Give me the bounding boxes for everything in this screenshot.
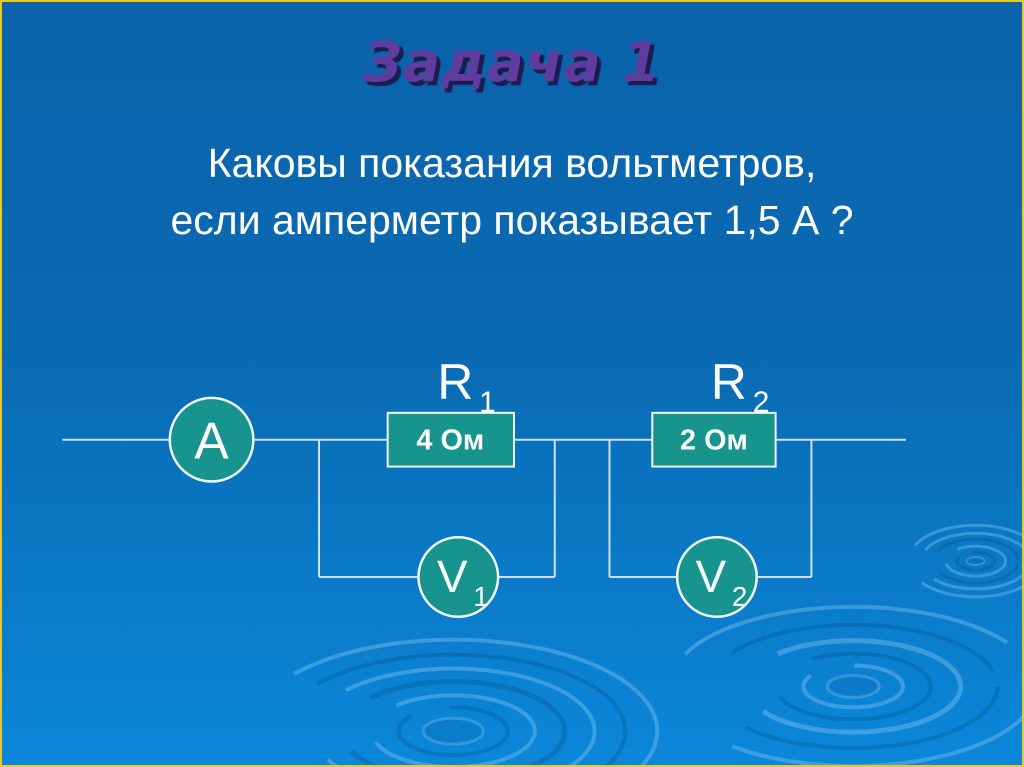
- v2-letter: V: [696, 551, 727, 602]
- question-line-1: Каковы показания вольтметров,: [207, 140, 817, 186]
- question-line-2: если амперметр показывает 1,5 А ?: [170, 196, 854, 243]
- voltmeter-v1: V 1: [417, 535, 500, 619]
- water-ripple-large-right: [667, 604, 1022, 765]
- r1-subscript: 1: [479, 386, 496, 419]
- v2-subscript: 2: [732, 581, 747, 612]
- r1-value: 4 Ом: [416, 425, 484, 457]
- voltmeter-v2: V 2: [675, 535, 758, 619]
- r2-letter: R: [711, 354, 747, 410]
- resistor-r2-box: 2 Ом: [651, 411, 777, 468]
- resistor-r1-label: R 1: [437, 354, 495, 419]
- resistor-r2-label: R 2: [711, 354, 769, 419]
- resistor-r1-box: 4 Ом: [386, 411, 515, 468]
- r2-value: 2 Ом: [680, 425, 748, 457]
- water-ripple-large-center: [247, 637, 660, 765]
- v1-letter: V: [437, 551, 468, 602]
- ammeter-letter: A: [194, 412, 229, 470]
- r1-letter: R: [437, 354, 473, 410]
- r2-subscript: 2: [753, 386, 770, 419]
- v1-subscript: 1: [473, 581, 489, 612]
- water-ripple-small: [906, 523, 1022, 599]
- slide-title: Задача 1: [362, 30, 661, 94]
- ammeter: A: [168, 396, 255, 483]
- question-text: Каковы показания вольтметров, если ампер…: [2, 135, 1022, 248]
